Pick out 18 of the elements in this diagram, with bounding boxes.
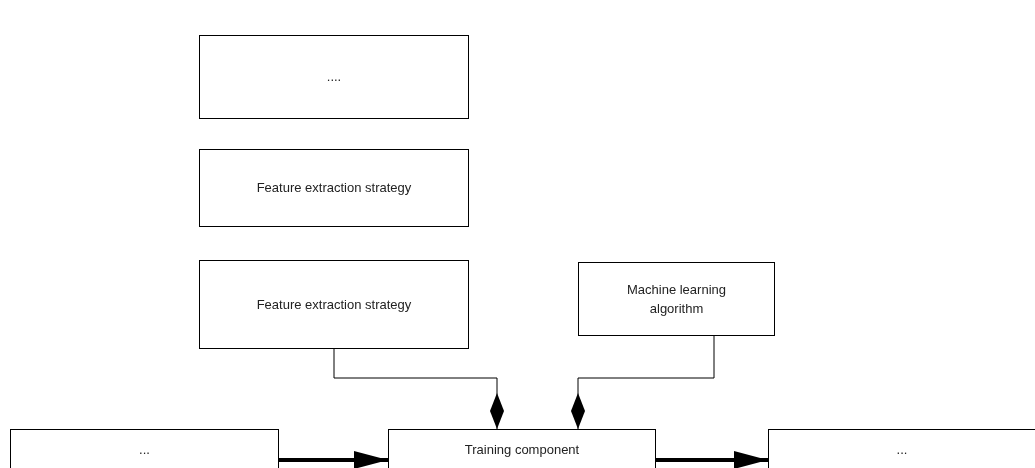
box-label: Machine learning algorithm — [626, 280, 727, 318]
connector — [333, 348, 504, 430]
box-label: .... — [326, 68, 342, 87]
connector — [656, 451, 768, 468]
box-label: Training component — [464, 441, 580, 460]
process-box — [199, 35, 469, 119]
process-box — [10, 429, 279, 468]
process-box — [199, 260, 469, 349]
process-box — [578, 262, 775, 336]
box-label: Feature extraction strategy — [256, 295, 412, 314]
box-label: ... — [139, 441, 150, 460]
process-box — [388, 429, 656, 468]
process-box — [768, 429, 1035, 468]
process-box — [199, 149, 469, 227]
connector — [279, 451, 388, 468]
connector — [571, 335, 715, 430]
box-label: Feature extraction strategy — [256, 179, 412, 198]
box-label: ... — [896, 441, 908, 460]
